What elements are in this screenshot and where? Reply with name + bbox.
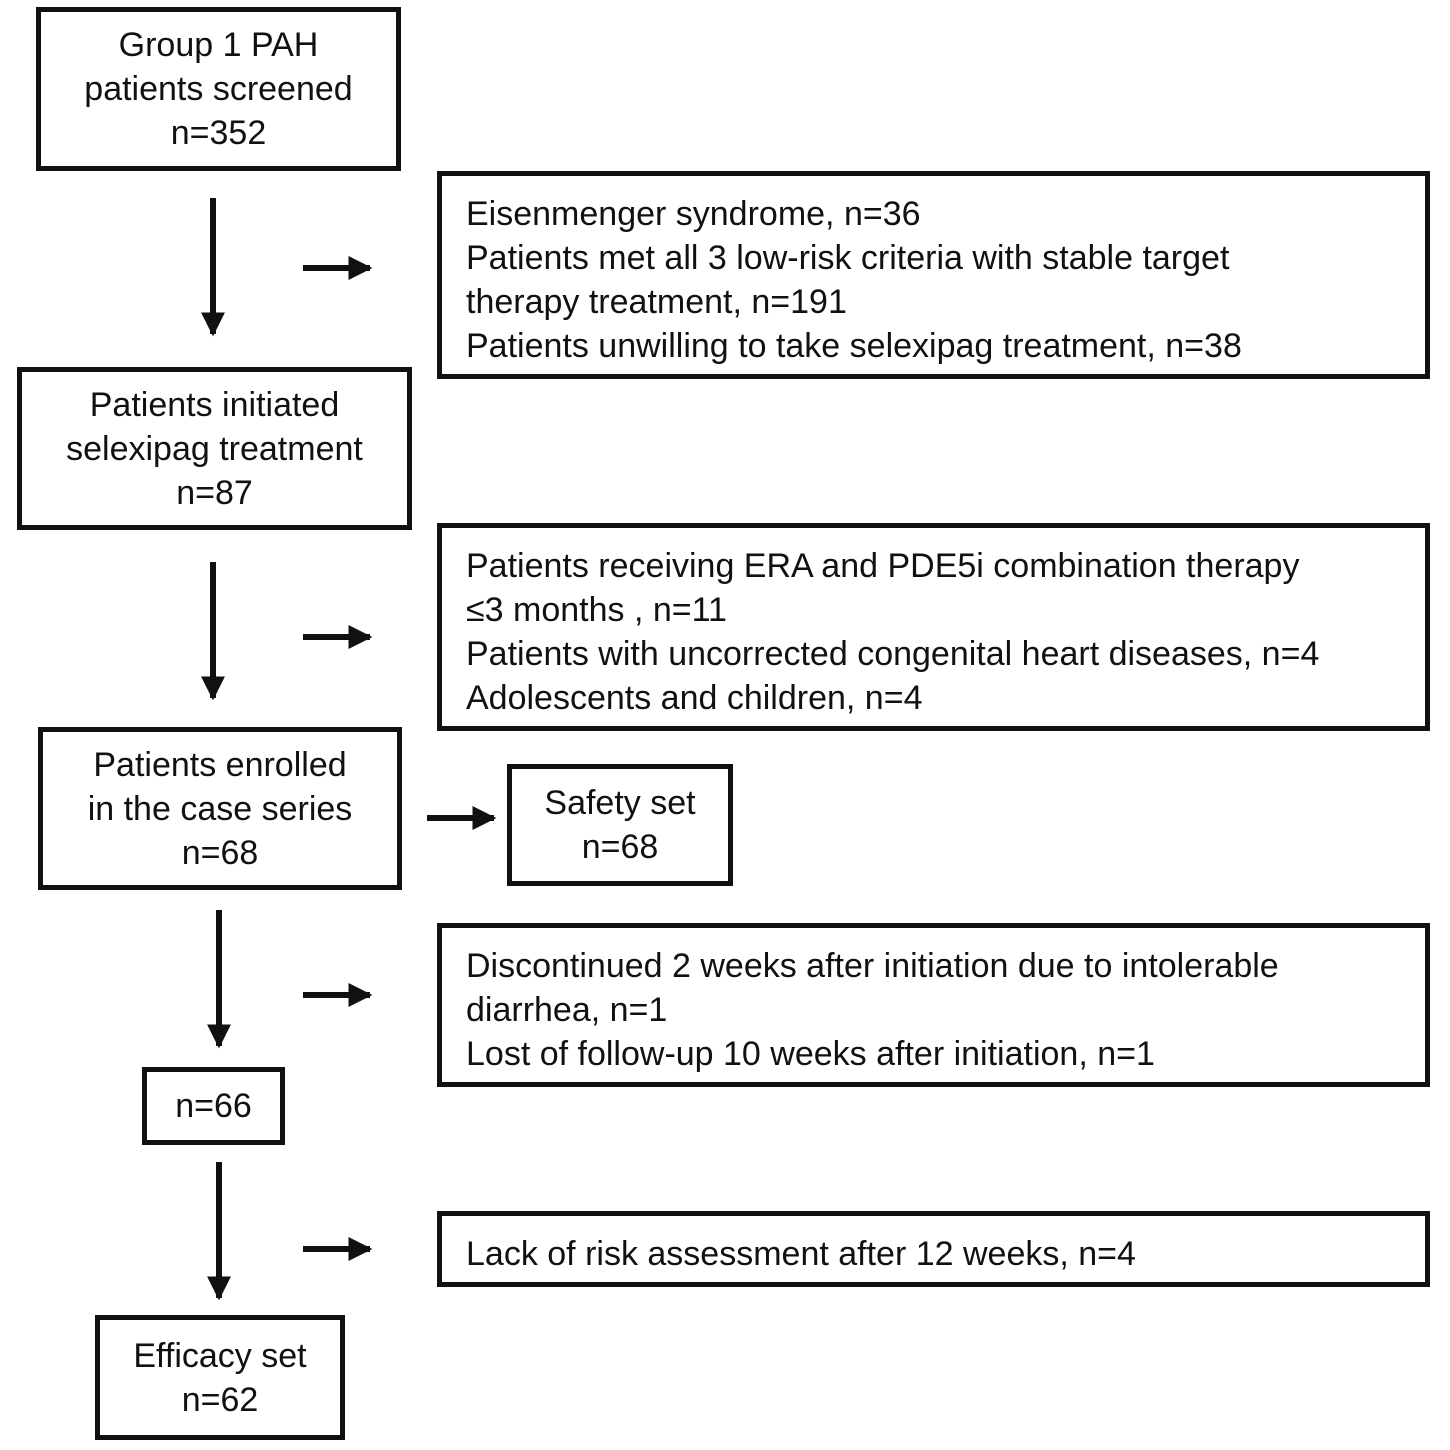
exclusion-3-line-2: diarrhea, n=1: [466, 991, 668, 1029]
remaining-count: n=66: [175, 1087, 252, 1125]
initiated-line-2: selexipag treatment: [66, 429, 363, 468]
initiated-box: Patients initiated selexipag treatment n…: [17, 367, 412, 530]
enrolled-count: n=68: [181, 833, 259, 872]
screened-count: n=352: [170, 114, 267, 152]
exclusion-1-line-4: Patients unwilling to take selexipag tre…: [466, 327, 1242, 365]
exclusion-2-line-1: Patients receiving ERA and PDE5i combina…: [466, 547, 1300, 585]
enrolled-line-2: in the case series: [87, 789, 353, 828]
efficacy-set-count: n=62: [181, 1380, 259, 1419]
exclusion-box-2: Patients receiving ERA and PDE5i combina…: [437, 523, 1430, 731]
efficacy-set-label: Efficacy set: [133, 1336, 307, 1375]
initiated-line-1: Patients initiated: [89, 385, 340, 424]
efficacy-set-box: Efficacy set n=62: [95, 1315, 345, 1440]
safety-set-label: Safety set: [544, 784, 696, 822]
exclusion-2-line-3: Patients with uncorrected congenital hea…: [466, 635, 1320, 673]
screened-line-1: Group 1 PAH: [118, 26, 319, 64]
exclusion-box-1: Eisenmenger syndrome, n=36 Patients met …: [437, 171, 1430, 379]
exclusion-1-line-3: therapy treatment, n=191: [466, 283, 847, 321]
exclusion-1-line-1: Eisenmenger syndrome, n=36: [466, 195, 921, 233]
exclusion-3-line-3: Lost of follow-up 10 weeks after initiat…: [466, 1035, 1155, 1073]
safety-set-box: Safety set n=68: [507, 764, 733, 886]
exclusion-1-line-2: Patients met all 3 low-risk criteria wit…: [466, 239, 1230, 277]
exclusion-4-line-1: Lack of risk assessment after 12 weeks, …: [466, 1235, 1136, 1273]
enrolled-box: Patients enrolled in the case series n=6…: [38, 727, 402, 890]
enrolled-line-1: Patients enrolled: [93, 745, 347, 784]
exclusion-2-line-4: Adolescents and children, n=4: [466, 679, 923, 717]
screened-line-2: patients screened: [84, 70, 353, 108]
exclusion-3-line-1: Discontinued 2 weeks after initiation du…: [466, 947, 1279, 985]
initiated-count: n=87: [176, 473, 253, 512]
exclusion-box-3: Discontinued 2 weeks after initiation du…: [437, 923, 1430, 1087]
remaining-box: n=66: [142, 1067, 285, 1145]
screened-box: Group 1 PAH patients screened n=352: [36, 7, 401, 171]
exclusion-2-line-2: ≤3 months , n=11: [466, 591, 727, 629]
safety-set-count: n=68: [581, 828, 659, 866]
exclusion-box-4: Lack of risk assessment after 12 weeks, …: [437, 1211, 1430, 1287]
